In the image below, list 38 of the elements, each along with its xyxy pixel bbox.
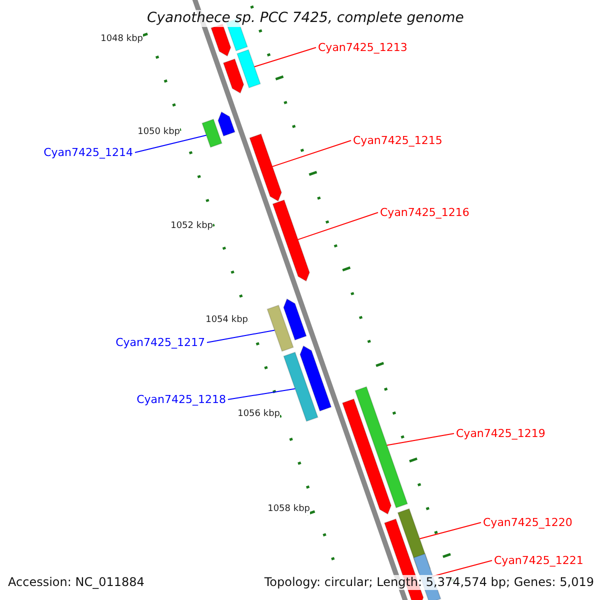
gene-block [249,133,282,202]
gene-block [300,345,332,412]
gene-block [342,398,392,515]
scale-label: 1052 kbp [170,221,213,232]
leader-line [134,134,207,153]
gene-label: Cyan7425_1219 [456,427,546,440]
gene-block [236,49,261,88]
gene-label: Cyan7425_1220 [483,516,572,529]
scale-label: 1048 kbp [100,34,143,45]
gene-block [266,304,294,352]
scale-label: 1054 kbp [206,315,248,326]
leader-line [206,330,276,343]
leader-line [386,433,454,446]
leader-line [297,212,378,240]
gene-label: Cyan7425_1214 [44,146,133,159]
scale-label: 1050 kbp [138,127,180,138]
gene-label: Cyan7425_1221 [494,554,584,567]
gene-label: Cyan7425_1213 [318,41,408,54]
gene-block [283,352,318,422]
gene-block [354,386,408,508]
leader-line [254,47,316,68]
leader-line [419,522,482,540]
gene-label: Cyan7425_1218 [136,393,226,406]
leader-line [228,388,296,400]
gene-label: Cyan7425_1216 [380,206,470,219]
scale-label: 1056 kbp [238,409,280,420]
gene-block [202,118,222,148]
gene-block [222,58,244,94]
gene-label: Cyan7425_1217 [116,336,205,349]
gene-block [283,298,307,341]
accession-note: Accession: NC_011884 [8,575,144,590]
leader-line [272,140,352,168]
gene-block [218,111,236,137]
genome-info: Topology: circular; Length: 5,374,574 bp; Genes: 5,019 [264,575,594,590]
scale-label: 1058 kbp [268,504,310,515]
gene-label: Cyan7425_1215 [353,134,442,147]
gene-block [272,199,310,282]
diagram-title: Cyanothece sp. PCC 7425, complete genome [147,10,464,27]
